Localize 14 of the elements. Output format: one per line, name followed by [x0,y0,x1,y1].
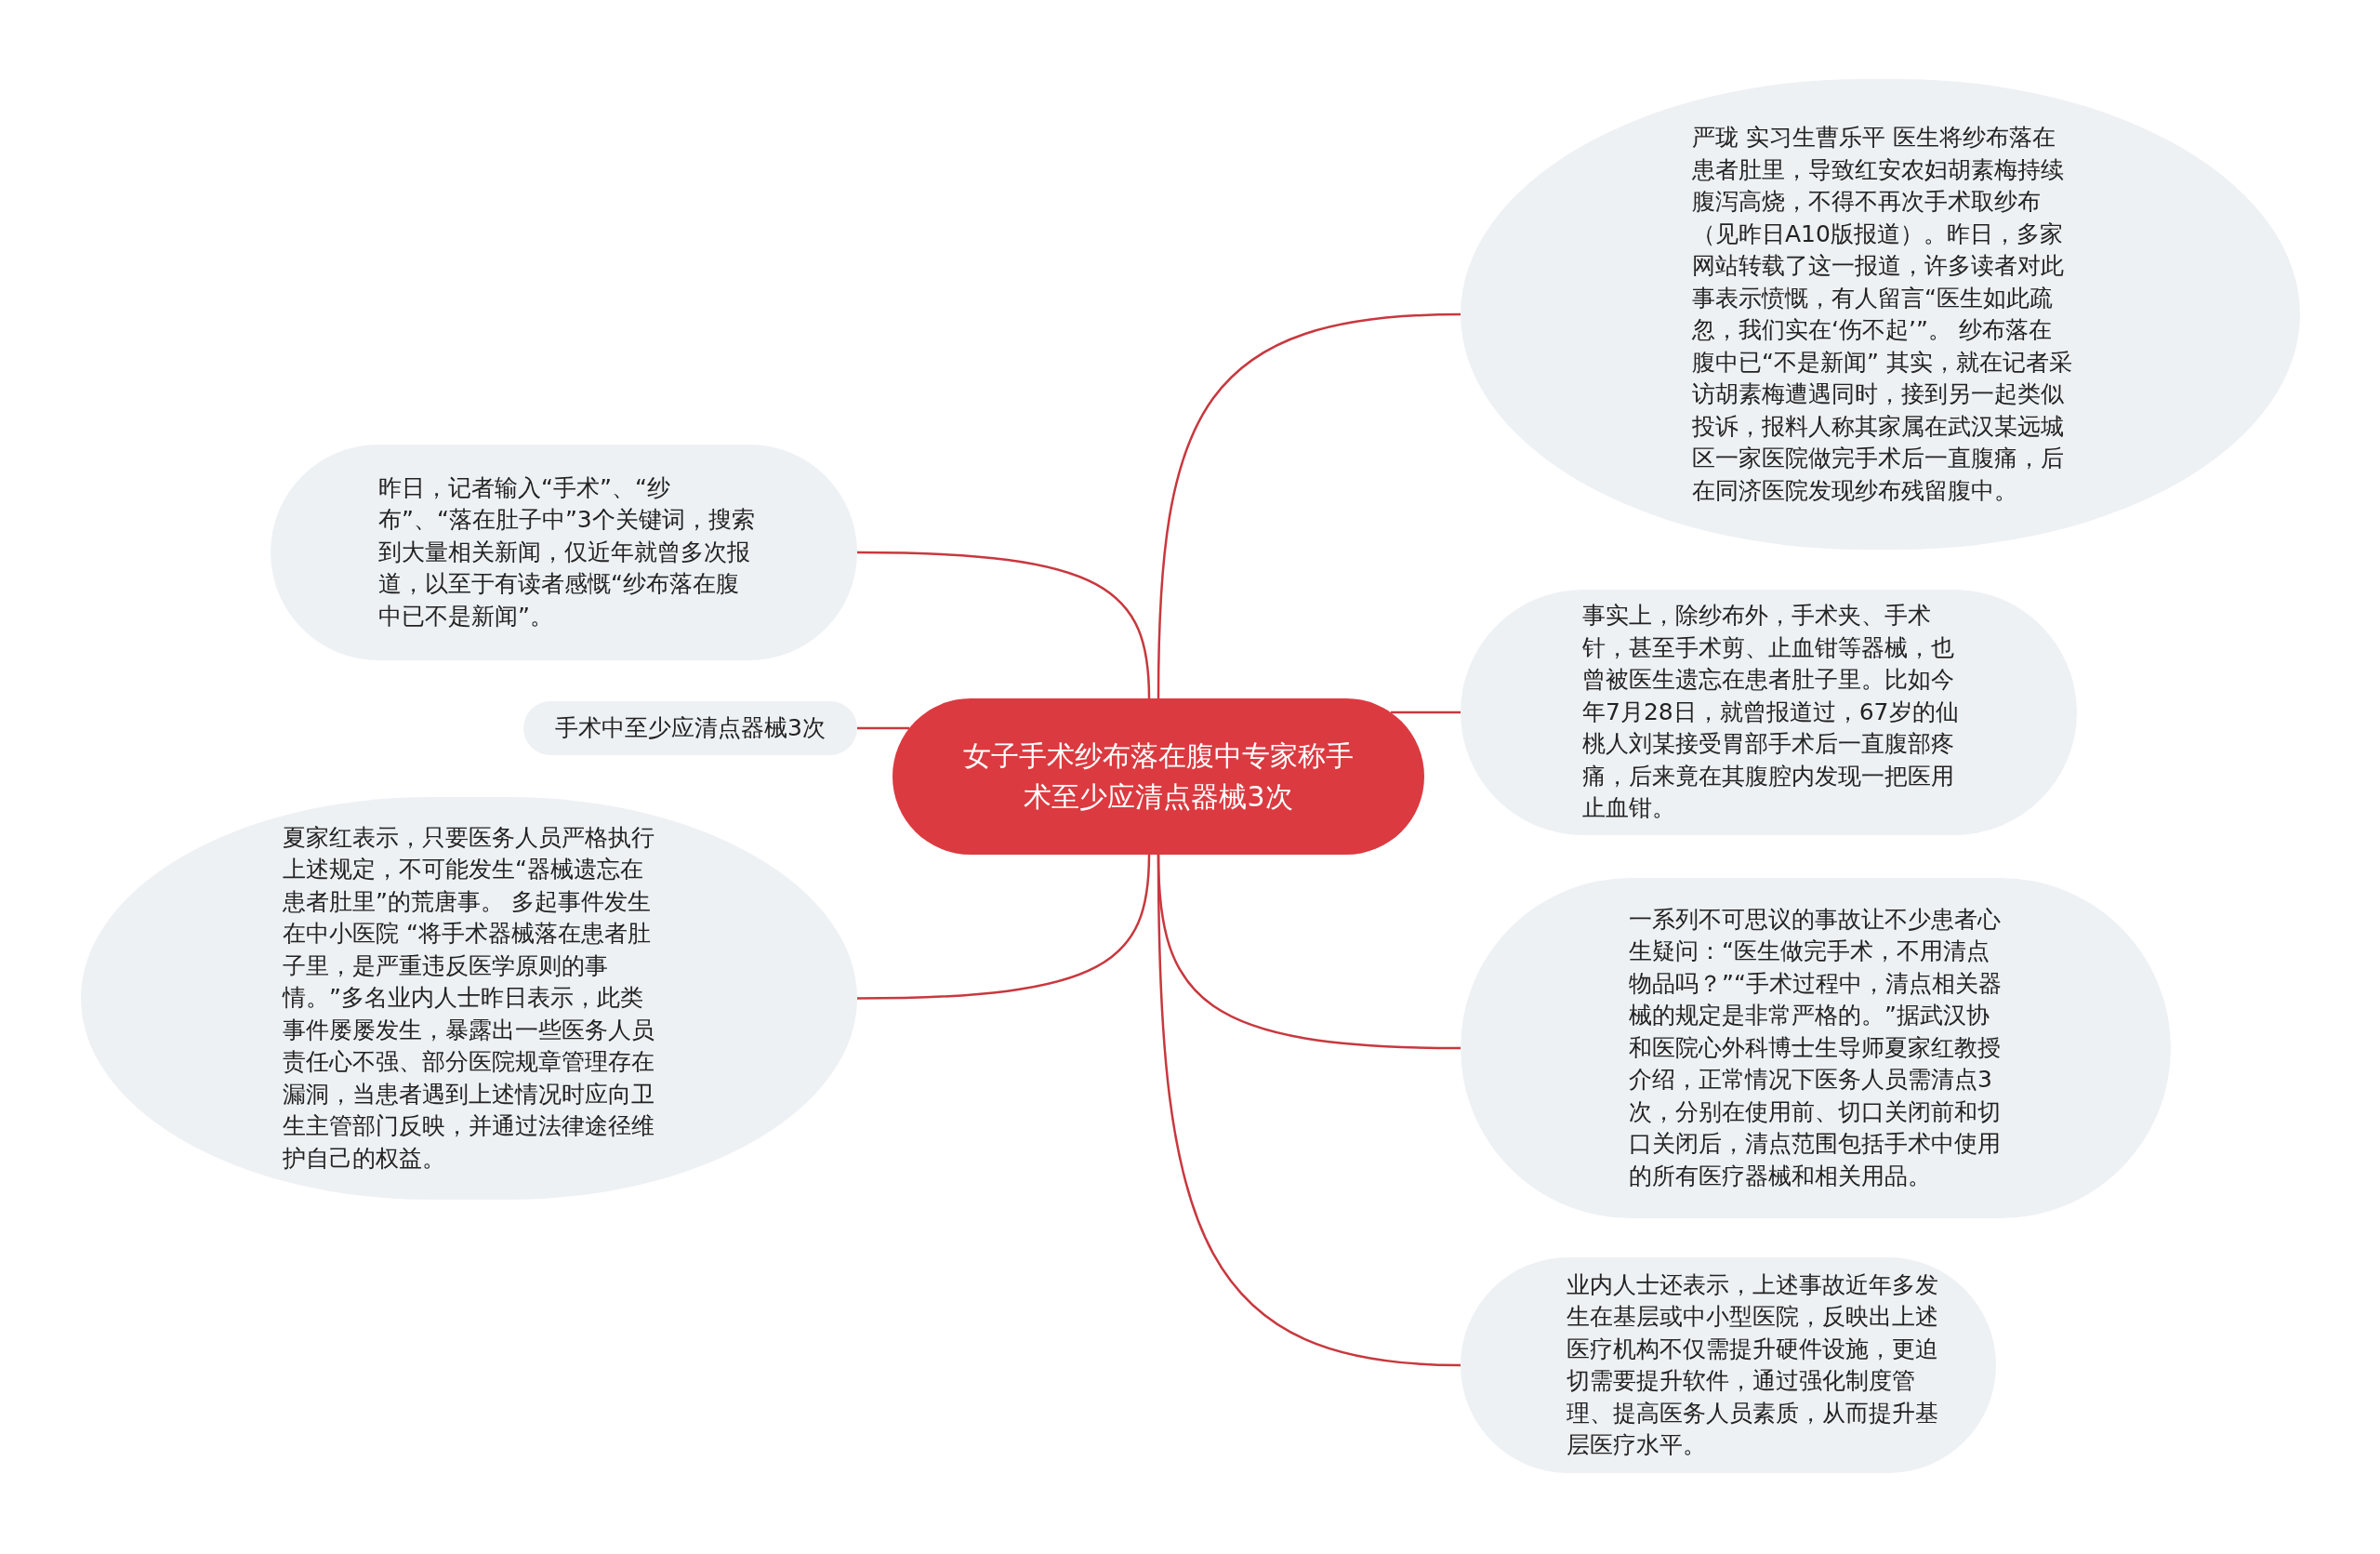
topic-text: 夏家红表示，只要医务人员严格执行上述规定，不可能发生“器械遗忘在患者肚里”的荒唐事。 多起事件发生在中小医院 “将手术器械落在患者肚子里，是严重违反医学原则的事情。”多名业内人士昨日表示，此类事件屡屡发生，暴露出一些医务人员责任心不强、部分医院规章管理存在漏洞，当患者遇到上述情况时应向卫生主管部门反映，并通过法律途径维护自己的权益。 [283,822,655,1174]
connector-line [1157,855,1461,1367]
topic-text: 昨日，记者输入“手术”、“纱布”、“落在肚子中”3个关键词，搜索到大量相关新闻，仅近年就曾多次报道，以至于有读者感慨“纱布落在腹中已不是新闻”。 [378,472,755,631]
topic-title: 女子手术纱布落在腹中专家称手术至少应清点器械3次 [963,738,1354,815]
connector-line [857,854,1151,1000]
connector-line [857,726,910,730]
topic-text: 事实上，除纱布外，手术夹、手术针，甚至手术剪、止血钳等器械，也曾被医生遗忘在患者肚子里。比如今年7月28日，就曾报道过，67岁的仙桃人刘某接受胃部手术后一直腹部疼痛，后来竟在其腹腔内发现一把医用止血钳。 [1582,601,1959,824]
topic-text: 一系列不可思议的事故让不少患者心生疑问：“医生做完手术，不用清点物品吗？”“手术过程中，清点相关器械的规定是非常严格的。”据武汉协和医院心外科博士生导师夏家红教授介绍，正常情况下医务人员需清点3次，分别在使用前、切口关闭前和切口关闭后，清点范围包括手术中使用的所有医疗器械和相关用品。 [1629,904,2003,1191]
connector-line [857,551,1151,699]
topic-text: 严珑 实习生曹乐平 医生将纱布落在患者肚里，导致红安农妇胡素梅持续腹泻高烧，不得不再次手术取纱布（见昨日A10版报道）。昨日，多家网站转载了这一报道，许多读者对此事表示愤慨，有人留言“医生如此疏忽，我们实在‘伤不起’”。 纱布落在腹中已“不是新闻” 其实，就在记者采访胡素梅遭遇同时，接到另一起类似投诉，报料人称其家属在武汉某远城区一家医院做完手术后一直腹痛，后在同济医院发现纱布残留腹中。 [1692,123,2073,506]
topic-text: 业内人士还表示，上述事故近年多发生在基层或中小型医院，反映出上述医疗机构不仅需提升硬件设施，更迫切需要提升软件，通过强化制度管理、提高医务人员素质，从而提升基层医疗水平。 [1567,1269,1939,1460]
topic-text: 手术中至少应清点器械3次 [555,712,826,743]
connector-line [1390,711,1461,714]
connector-line [1157,312,1461,698]
